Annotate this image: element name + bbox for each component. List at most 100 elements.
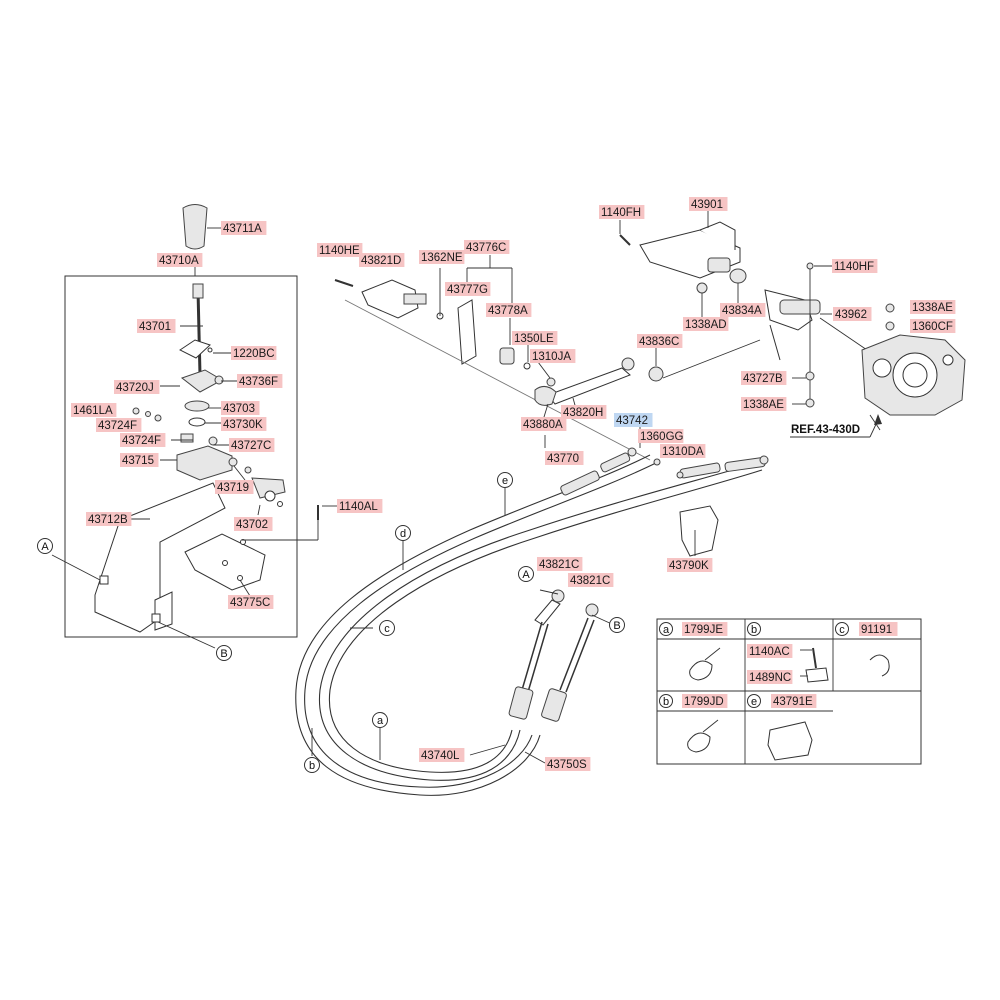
clip-a-icon xyxy=(689,660,713,681)
part-number-1338ad[interactable]: 1338AD xyxy=(685,319,727,331)
legend-part-1489nc[interactable]: 1489NC xyxy=(749,672,791,684)
part-number-43820h[interactable]: 43820H xyxy=(563,407,603,419)
retainer-clip-icon xyxy=(869,654,890,677)
part-number-43727b[interactable]: 43727B xyxy=(743,373,783,385)
part-number-43710a[interactable]: 43710A xyxy=(159,255,199,267)
callout-letter: B xyxy=(613,620,620,632)
part-number-1461la[interactable]: 1461LA xyxy=(73,405,113,417)
part-label-highlight xyxy=(512,331,558,345)
part-number-43750s[interactable]: 43750S xyxy=(547,759,587,771)
legend-part-43791e[interactable]: 43791E xyxy=(773,696,813,708)
linkage-bracket-part xyxy=(361,279,419,319)
bracket-e-icon xyxy=(767,721,813,761)
part-label-highlight xyxy=(614,413,653,427)
part-number-43834a[interactable]: 43834A xyxy=(722,305,762,317)
part-number-43775c[interactable]: 43775C xyxy=(230,597,270,609)
part-label-highlight xyxy=(215,480,254,494)
part-number-1220bc[interactable]: 1220BC xyxy=(233,348,275,360)
part-number-1338ae[interactable]: 1338AE xyxy=(912,302,953,314)
part-label-highlight xyxy=(486,303,532,317)
part-label-highlight xyxy=(419,250,465,264)
part-number-1360gg[interactable]: 1360GG xyxy=(640,431,684,443)
part-label-highlight xyxy=(221,221,267,235)
callout-letter: A xyxy=(41,541,49,553)
part-number-1362ne[interactable]: 1362NE xyxy=(421,252,463,264)
part-number-43719[interactable]: 43719 xyxy=(217,482,249,494)
part-number-43701[interactable]: 43701 xyxy=(139,321,171,333)
part-number-1140fh[interactable]: 1140FH xyxy=(601,207,641,219)
part-number-1310ja[interactable]: 1310JA xyxy=(532,351,571,363)
transmission-bracket-assembly xyxy=(619,208,966,431)
legend-label-highlight xyxy=(747,670,793,684)
part-number-43720j[interactable]: 43720J xyxy=(116,382,154,394)
part-number-1140al[interactable]: 1140AL xyxy=(339,501,378,513)
callout-circle xyxy=(518,566,534,582)
part-number-43880a[interactable]: 43880A xyxy=(523,419,563,431)
part-label-highlight xyxy=(833,307,872,321)
callout-circle xyxy=(216,645,232,661)
callout-circle xyxy=(497,472,513,488)
part-number-43777g[interactable]: 43777G xyxy=(447,284,488,296)
part-number-43702[interactable]: 43702 xyxy=(236,519,268,531)
part-number-43790k[interactable]: 43790K xyxy=(669,560,709,572)
legend-letter: e xyxy=(751,696,757,708)
callout-circle xyxy=(372,712,388,728)
part-number-43730k[interactable]: 43730K xyxy=(223,419,263,431)
callout-circle xyxy=(304,757,320,773)
part-number-43742[interactable]: 43742 xyxy=(616,415,648,427)
legend-letter: a xyxy=(663,624,670,636)
part-number-43703[interactable]: 43703 xyxy=(223,403,255,415)
grommet-part xyxy=(648,366,664,382)
part-number-1140he[interactable]: 1140HE xyxy=(319,245,360,257)
legend-part-1140ac[interactable]: 1140AC xyxy=(749,646,790,658)
part-number-43715[interactable]: 43715 xyxy=(122,455,154,467)
part-number-43821d[interactable]: 43821D xyxy=(361,255,401,267)
part-number-43740l[interactable]: 43740L xyxy=(421,750,460,762)
part-number-43836c[interactable]: 43836C xyxy=(639,336,679,348)
legend-label-highlight xyxy=(747,644,793,658)
legend-table xyxy=(656,618,922,765)
part-number-43724f[interactable]: 43724F xyxy=(98,420,137,432)
part-number-1360cf[interactable]: 1360CF xyxy=(912,321,953,333)
part-label-highlight xyxy=(910,319,956,333)
part-number-43736f[interactable]: 43736F xyxy=(239,376,278,388)
part-label-highlight xyxy=(667,558,713,572)
legend-label-highlight xyxy=(859,622,898,636)
part-label-highlight xyxy=(561,405,607,419)
part-label-highlight xyxy=(741,371,787,385)
legend-part-91191[interactable]: 91191 xyxy=(861,624,892,636)
part-number-43770[interactable]: 43770 xyxy=(547,453,579,465)
part-label-highlight xyxy=(910,300,956,314)
legend-letter: b xyxy=(663,696,669,708)
shift-rod-part xyxy=(547,367,631,405)
part-number-1338ae[interactable]: 1338AE xyxy=(743,399,784,411)
part-number-43727c[interactable]: 43727C xyxy=(231,440,271,452)
legend-letter: b xyxy=(751,624,757,636)
legend-part-1799jd[interactable]: 1799JD xyxy=(684,696,724,708)
callout-circle xyxy=(395,525,411,541)
part-number-1310da[interactable]: 1310DA xyxy=(662,446,704,458)
callout-letter: B xyxy=(220,648,227,660)
callout-circle xyxy=(37,538,53,554)
part-number-43821c[interactable]: 43821C xyxy=(539,559,579,571)
part-number-43821c[interactable]: 43821C xyxy=(570,575,610,587)
part-number-43776c[interactable]: 43776C xyxy=(466,242,506,254)
part-number-1140hf[interactable]: 1140HF xyxy=(834,261,874,273)
part-number-1350le[interactable]: 1350LE xyxy=(514,333,554,345)
cable-clip-part xyxy=(679,505,719,557)
part-label-highlight xyxy=(720,303,766,317)
part-label-highlight xyxy=(86,512,132,526)
part-number-43962[interactable]: 43962 xyxy=(835,309,867,321)
lever-assembly-frame xyxy=(64,275,298,638)
part-number-43711a[interactable]: 43711A xyxy=(223,223,262,235)
part-number-43724f[interactable]: 43724F xyxy=(122,435,161,447)
part-number-43778a[interactable]: 43778A xyxy=(488,305,528,317)
part-number-43901[interactable]: 43901 xyxy=(691,199,723,211)
bolt-nut-icon xyxy=(805,667,829,683)
part-label-highlight xyxy=(317,243,363,257)
legend-part-1799je[interactable]: 1799JE xyxy=(684,624,723,636)
part-label-highlight xyxy=(231,346,277,360)
cable-43740L xyxy=(318,461,761,781)
part-number-43712b[interactable]: 43712B xyxy=(88,514,128,526)
